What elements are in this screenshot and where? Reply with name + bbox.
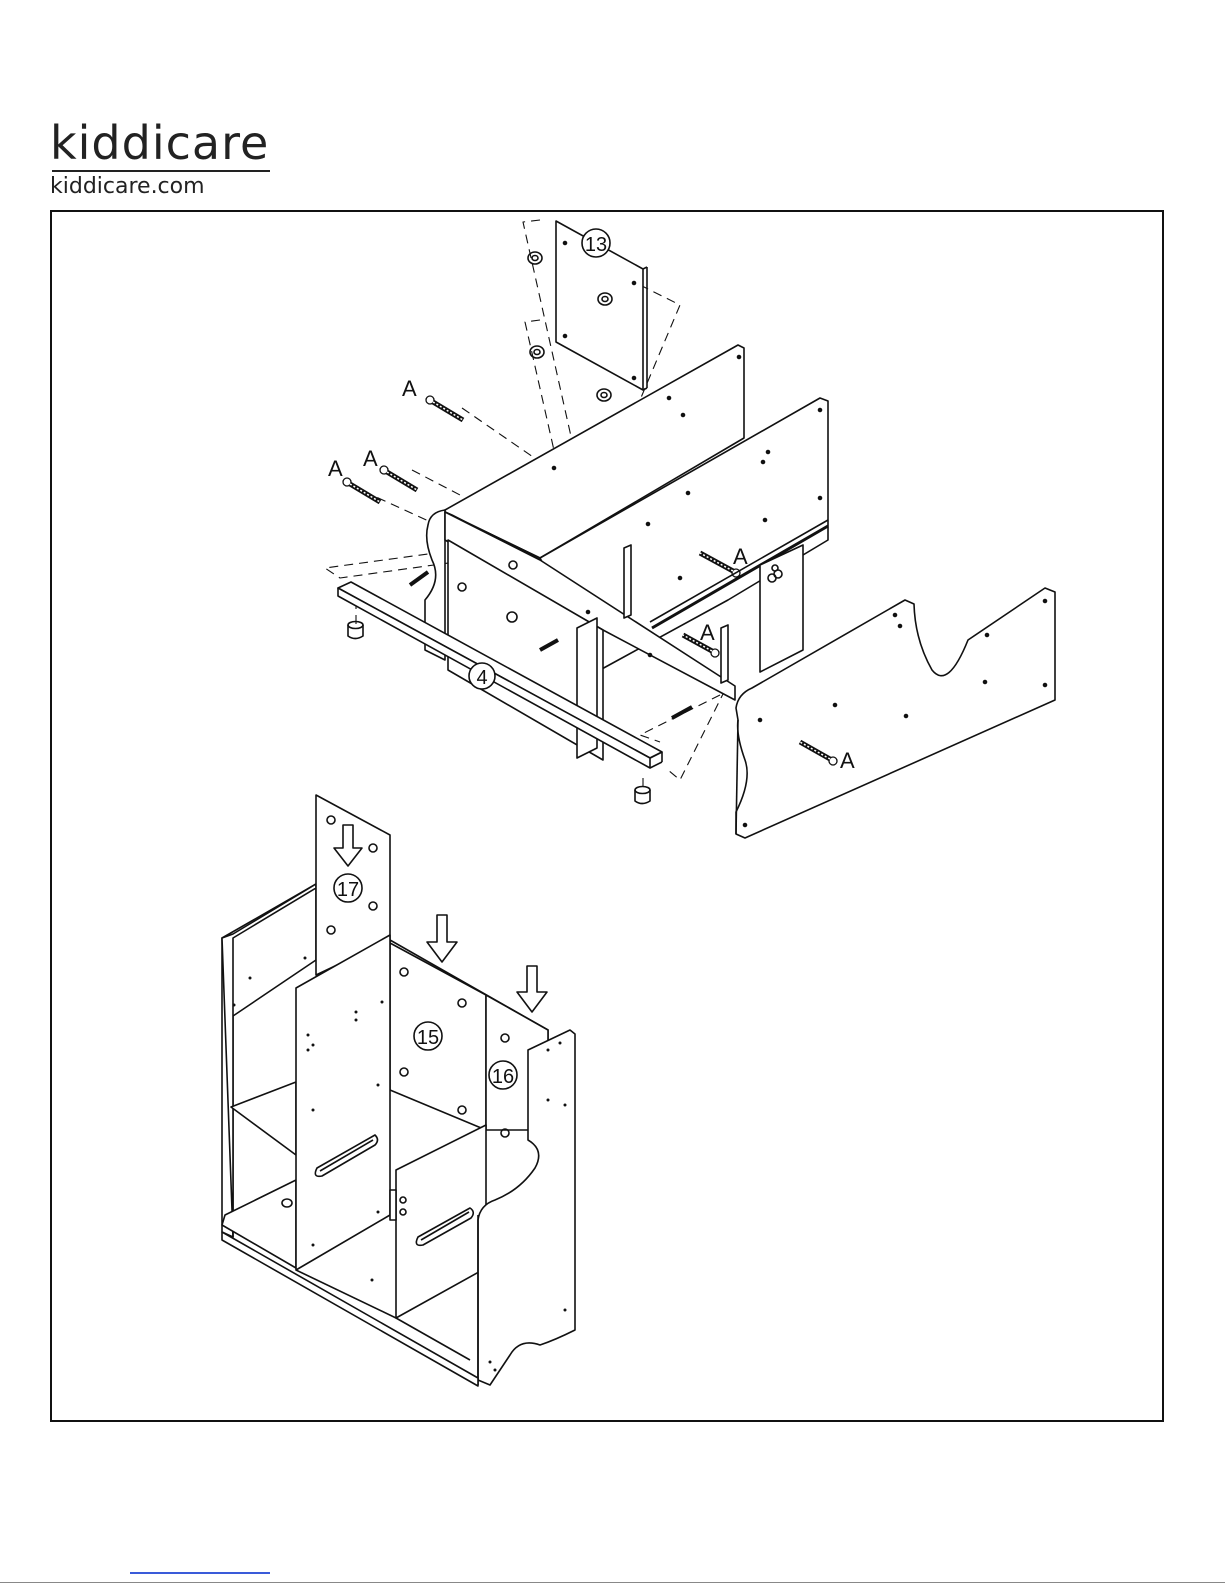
part-label-15: 15	[417, 1027, 439, 1049]
upper-assembly: A A A A A A 13 4	[325, 220, 1055, 838]
hardware-label-a: A	[733, 544, 748, 569]
down-arrow-icon	[517, 966, 547, 1012]
front-door	[396, 1125, 486, 1318]
hardware-label-a: A	[840, 748, 855, 773]
footer-link-underline	[130, 1572, 270, 1574]
right-upright	[760, 545, 803, 672]
hardware-label-a: A	[402, 376, 417, 401]
hardware-label-a: A	[363, 446, 378, 471]
down-arrow-icon	[427, 915, 457, 962]
part-label-16: 16	[492, 1066, 514, 1088]
hardware-label-a: A	[328, 456, 343, 481]
part-label-4: 4	[476, 667, 487, 689]
shelf	[231, 1082, 296, 1155]
lower-assembly: 17 15 16	[222, 795, 575, 1386]
part-label-13: 13	[585, 234, 607, 256]
footer-rule	[0, 1582, 1225, 1583]
part-label-17: 17	[337, 879, 359, 901]
front-divider	[296, 935, 390, 1270]
hardware-label-a: A	[700, 620, 715, 645]
